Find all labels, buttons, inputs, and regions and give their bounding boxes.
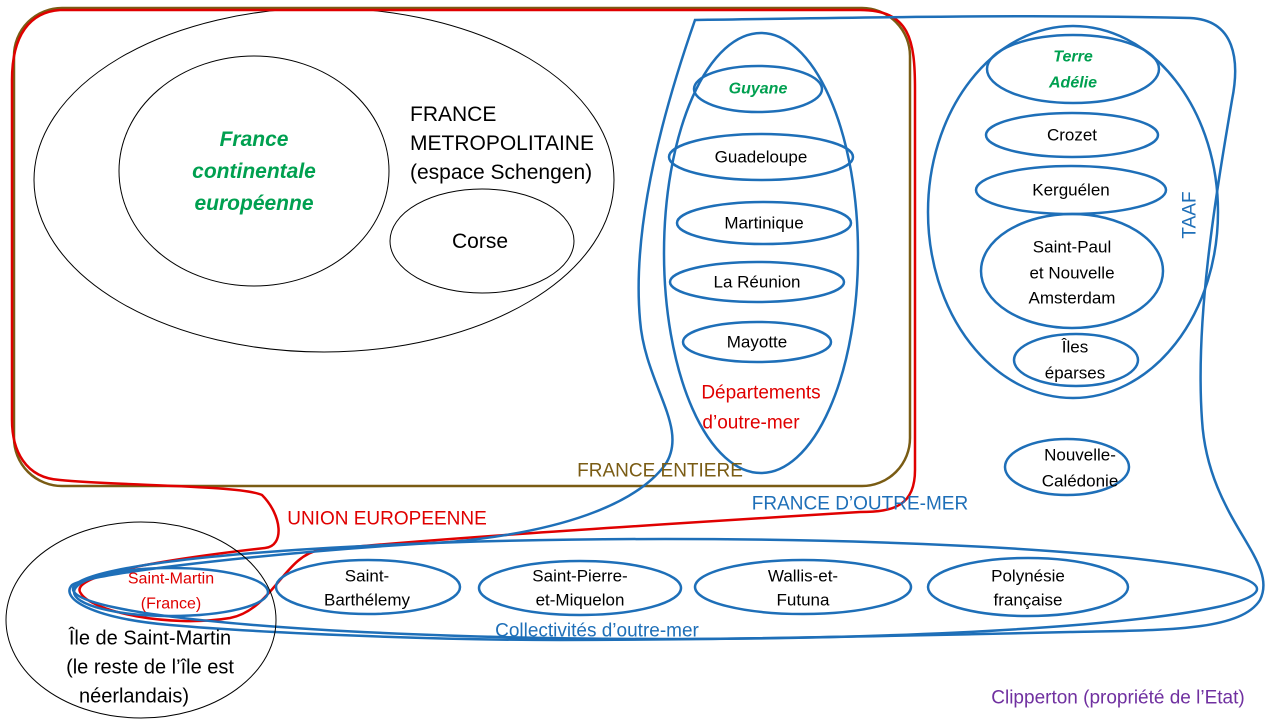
saint-martin-line2: (France) — [140, 595, 202, 613]
corse-label: Corse — [451, 230, 509, 253]
clipperton-label: Clipperton (propriété de l’Etat) — [991, 687, 1245, 709]
wallis-ellipse — [693, 558, 913, 616]
nouvelle-caledonie-line2: Calédonie — [1041, 471, 1119, 491]
metropole-title-line2: METROPOLITAINE — [410, 132, 594, 155]
continental-line3: européenne — [194, 192, 314, 215]
metropole-title-line3: (espace Schengen) — [410, 161, 593, 184]
continental-line2: continentale — [192, 160, 316, 183]
polynesie-ellipse — [926, 556, 1130, 618]
collectivites-ellipse — [71, 537, 1259, 641]
polynesie-line2: française — [993, 590, 1063, 610]
dom-ellipse — [662, 31, 860, 475]
spm-line2: et-Miquelon — [535, 590, 625, 610]
continental-ellipse — [118, 55, 390, 287]
mayotte-ellipse — [681, 320, 833, 364]
polynesie-line1: Polynésie — [991, 566, 1065, 586]
iles-eparses-line1: Îles — [1061, 337, 1089, 357]
saint-martin-line1: Saint-Martin — [127, 570, 215, 588]
dom-label-line2: d’outre-mer — [702, 412, 800, 434]
saint-paul-line3: Amsterdam — [1028, 288, 1116, 308]
union-europeenne-label: UNION EUROPEENNE — [287, 508, 487, 530]
reunion-ellipse — [668, 260, 846, 304]
martinique-ellipse — [675, 200, 853, 246]
crozet-label: Crozet — [1046, 125, 1098, 145]
ile-saint-martin-line3: néerlandais) — [78, 685, 190, 708]
saint-paul-line2: et Nouvelle — [1029, 263, 1115, 283]
wallis-line2: Futuna — [776, 590, 830, 610]
saint-martin-ellipse — [72, 566, 270, 618]
terre-adelie-ellipse — [985, 33, 1161, 105]
nouvelle-caledonie-line1: Nouvelle- — [1044, 445, 1116, 465]
dom-label-line1: Départements — [701, 382, 821, 404]
reunion-label: La Réunion — [713, 272, 801, 292]
mayotte-label: Mayotte — [726, 332, 788, 352]
france-entiere-label: FRANCE ENTIERE — [577, 460, 743, 482]
taaf-ellipse — [926, 24, 1220, 400]
saint-barthelemy-line2: Barthélemy — [324, 590, 410, 610]
spm-ellipse — [477, 559, 683, 617]
ile-saint-martin-line1: Île de Saint-Martin — [68, 627, 232, 650]
nouvelle-caledonie-ellipse — [1003, 437, 1131, 497]
corse-ellipse — [389, 188, 575, 294]
continental-line1: France — [219, 128, 289, 151]
france-entiere-border — [12, 6, 912, 488]
saint-barthelemy-line1: Saint- — [344, 566, 390, 586]
guadeloupe-label: Guadeloupe — [714, 147, 808, 167]
terre-adelie-line2: Adélie — [1048, 74, 1098, 92]
outre-mer-label: FRANCE D’OUTRE-MER — [751, 493, 969, 515]
guyane-label: Guyane — [728, 80, 788, 98]
iles-eparses-line2: éparses — [1044, 363, 1106, 383]
spm-line1: Saint-Pierre- — [532, 566, 628, 586]
guadeloupe-ellipse — [667, 132, 855, 182]
guyane-ellipse — [692, 64, 824, 114]
metropole-title-line1: FRANCE — [410, 103, 497, 126]
saint-paul-line1: Saint-Paul — [1032, 237, 1112, 257]
ile-saint-martin-line2: (le reste de l’île est — [66, 656, 234, 679]
saint-paul-ellipse — [979, 212, 1165, 330]
saint-barthelemy-ellipse — [274, 558, 462, 616]
iles-eparses-ellipse — [1012, 332, 1140, 388]
collectivites-label: Collectivités d’outre-mer — [495, 620, 699, 642]
wallis-line1: Wallis-et- — [767, 566, 839, 586]
ile-saint-martin-ellipse — [5, 521, 277, 719]
taaf-label: TAAF — [1179, 191, 1201, 239]
martinique-label: Martinique — [724, 213, 804, 233]
terre-adelie-line1: Terre — [1053, 48, 1093, 66]
crozet-ellipse — [984, 111, 1160, 159]
kerguelen-label: Kerguélen — [1032, 180, 1110, 200]
